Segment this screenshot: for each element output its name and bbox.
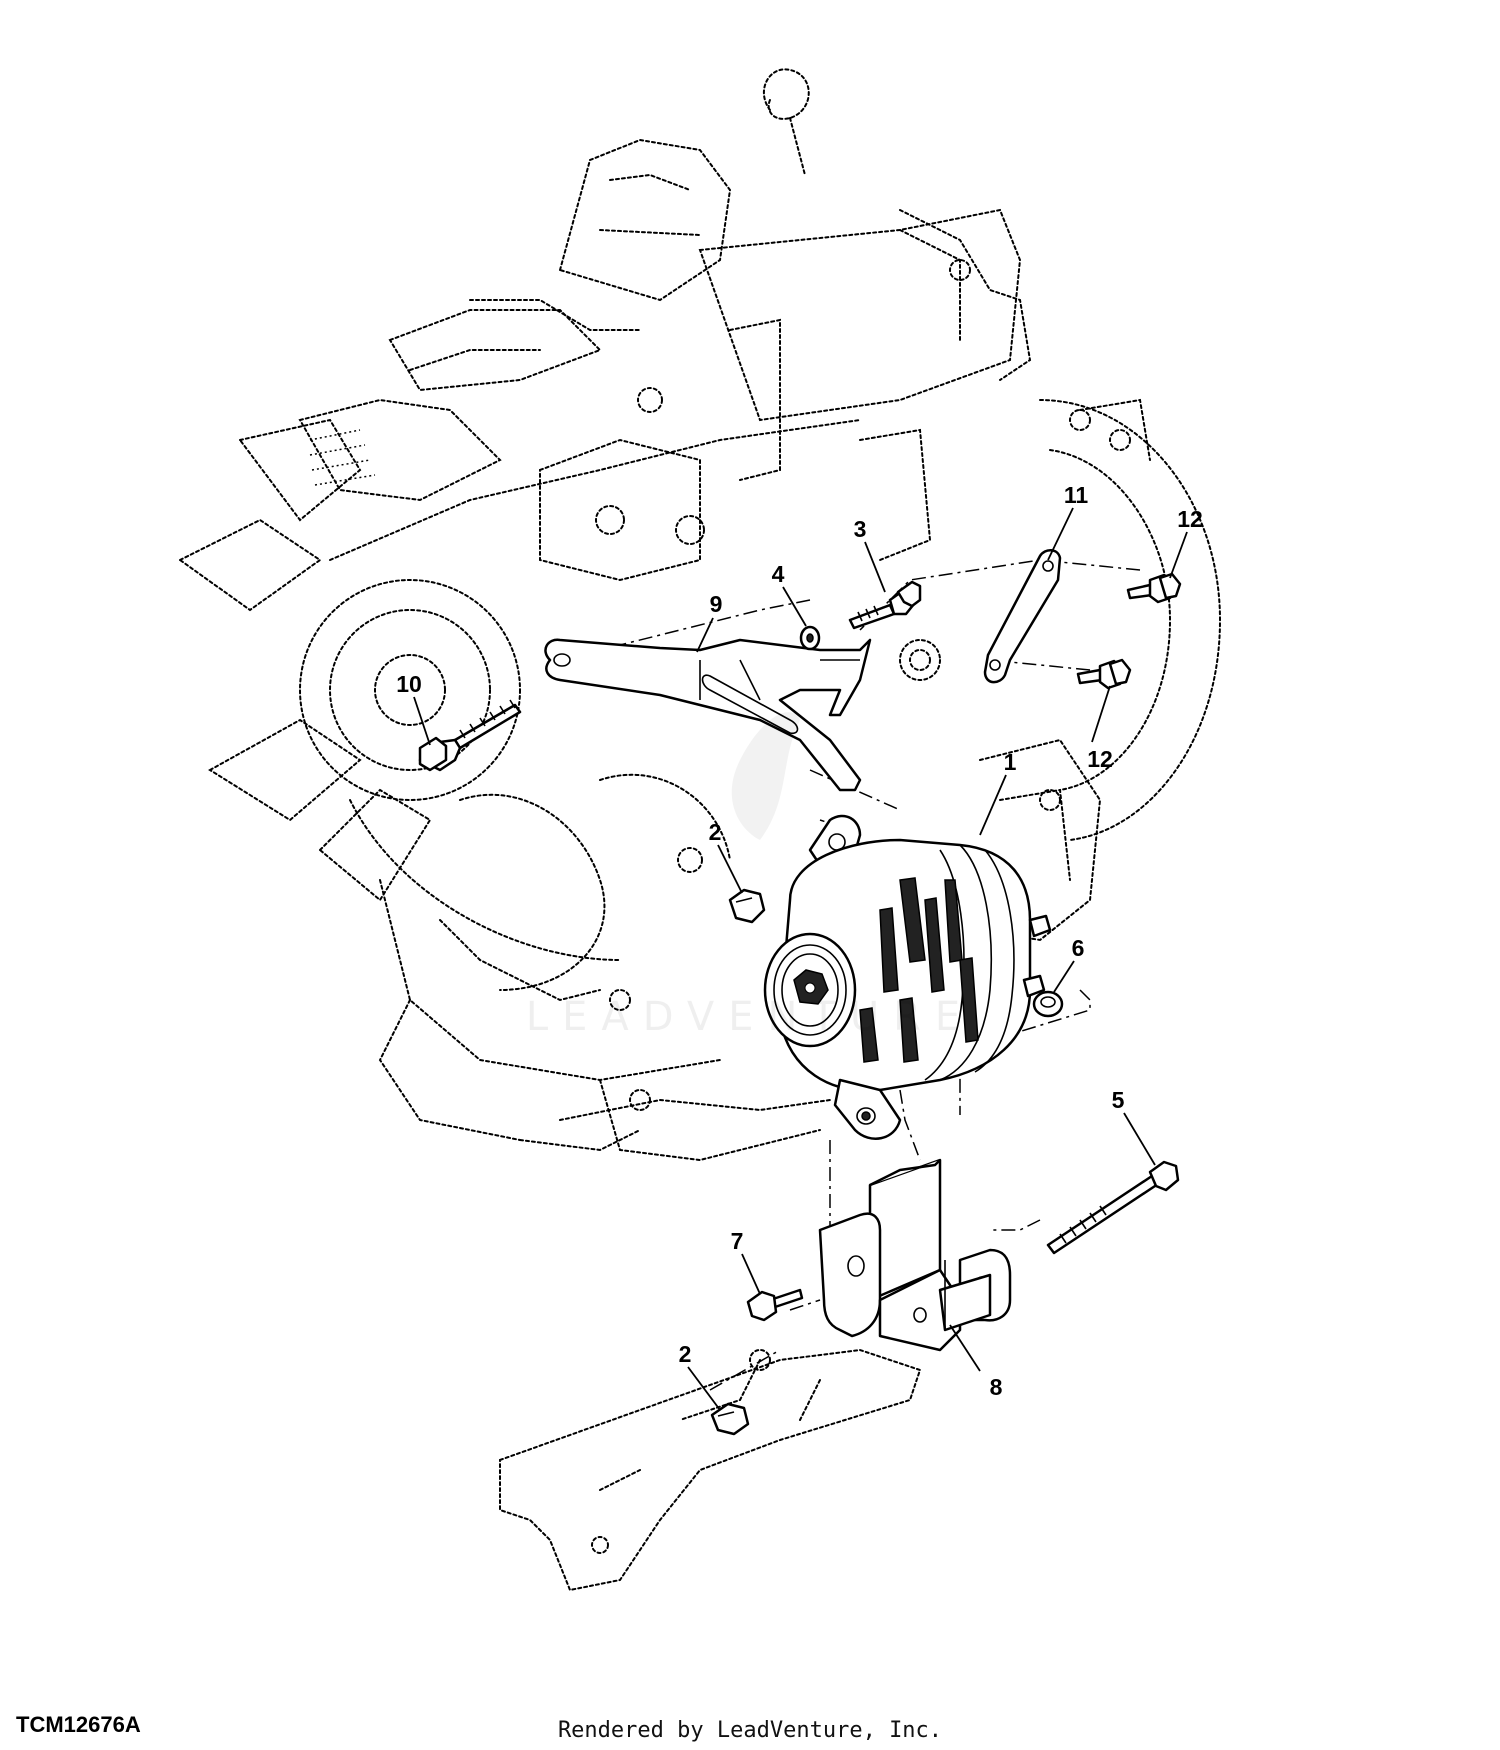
flange-bolt-part-12-lower (1076, 658, 1132, 690)
spacer-part-6 (1032, 990, 1064, 1018)
nut-part-2-upper (728, 888, 766, 924)
callout-3: 3 (854, 516, 867, 542)
flange-bolt-part-12-upper (1126, 572, 1182, 604)
callout-2-upper: 2 (709, 819, 722, 845)
strap-part-11 (983, 549, 1062, 684)
callout-12-upper: 12 (1177, 506, 1203, 532)
callout-8: 8 (990, 1374, 1003, 1400)
callout-4: 4 (772, 561, 785, 587)
render-credit-footer: Rendered by LeadVenture, Inc. (557, 1718, 943, 1743)
callout-10: 10 (396, 671, 422, 697)
washer-part-4 (799, 625, 821, 651)
bolt-part-7 (746, 1288, 804, 1322)
callout-1: 1 (1004, 749, 1017, 775)
callout-9: 9 (710, 591, 723, 617)
engine-phantom-outline (178, 68, 1222, 1592)
callout-11: 11 (1064, 482, 1089, 508)
callout-2-lower: 2 (679, 1341, 692, 1367)
callout-labels: 1 2 2 3 4 5 6 7 8 9 10 11 12 12 (396, 482, 1203, 1400)
nut-part-2-lower (710, 1402, 750, 1436)
watermark: LEADVENTURE (526, 712, 974, 1040)
figure-id: TCM12676A (16, 1712, 141, 1737)
bolt-part-5 (1046, 1160, 1180, 1255)
callout-7: 7 (731, 1228, 744, 1254)
bolt-part-3 (848, 580, 922, 630)
callout-6: 6 (1072, 935, 1085, 961)
callout-5: 5 (1112, 1087, 1125, 1113)
watermark-text: LEADVENTURE (526, 994, 974, 1040)
alternator-part-1 (763, 814, 1052, 1140)
callout-12-lower: 12 (1087, 746, 1113, 772)
callout-leaders (413, 507, 1188, 1411)
mount-bracket-part-8 (818, 1158, 1012, 1352)
bolt-part-10 (418, 699, 522, 772)
adjusting-bracket-part-9 (544, 638, 872, 792)
